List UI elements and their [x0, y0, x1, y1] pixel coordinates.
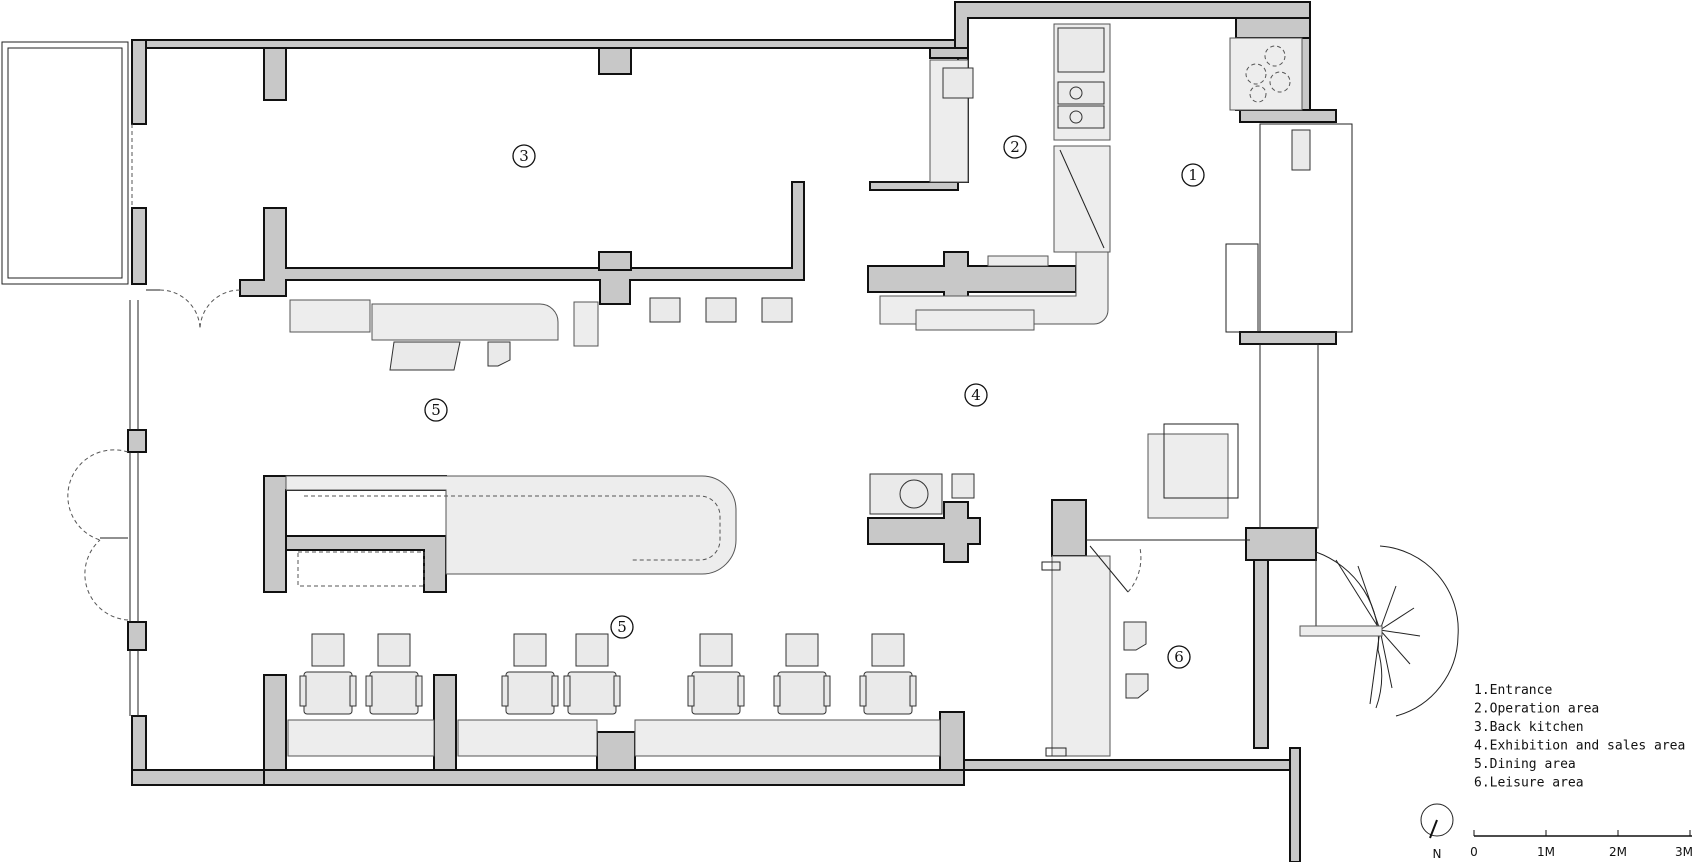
room-label-circle: [964, 383, 988, 407]
room-label-circle: [424, 398, 448, 422]
room-label-5: 5: [424, 398, 448, 422]
room-label-number: 4: [971, 386, 981, 404]
north-label: N: [1433, 847, 1442, 861]
north-needle: [1429, 819, 1438, 839]
dining-chair: [563, 633, 621, 715]
legend-item: 1.Entrance: [1474, 683, 1552, 698]
legend-item: 2.Operation area: [1474, 702, 1599, 717]
room-label-2: 2: [1003, 135, 1027, 159]
north-arrow: N: [1420, 803, 1454, 861]
room-label-circle: [1167, 645, 1191, 669]
scale-label-2m: 2M: [1609, 845, 1627, 859]
legend-item: 6.Leisure area: [1474, 776, 1584, 791]
room-label-circle: [512, 144, 536, 168]
room-label-number: 6: [1174, 648, 1184, 666]
display-table: [869, 473, 975, 515]
legend-item: 4.Exhibition and sales area: [1474, 739, 1685, 754]
dining-chair: [773, 633, 831, 715]
room-label-number: 1: [1188, 166, 1198, 184]
balcony: [1, 41, 129, 285]
dining-chair: [687, 633, 745, 715]
operation-area-fixtures: [879, 23, 1303, 331]
room-label-5: 5: [610, 615, 634, 639]
room-label-6: 6: [1167, 645, 1191, 669]
room-labels: 1 2 3 4 5 5 6: [424, 135, 1205, 669]
room-label-4: 4: [964, 383, 988, 407]
scale-label-3m: 3M: [1675, 845, 1693, 859]
room-label-number: 3: [519, 147, 529, 165]
dining-chair: [501, 633, 559, 715]
dining-chair: [859, 633, 917, 715]
dining-seating: [287, 633, 941, 757]
leisure-area: [1041, 539, 1250, 757]
room-label-number: 5: [431, 401, 441, 419]
central-island: [285, 475, 737, 587]
room-label-1: 1: [1181, 163, 1205, 187]
left-doors: [67, 124, 241, 716]
legend: 1.Entrance 2.Operation area 3.Back kitchen…: [1474, 683, 1685, 791]
dining-chair: [365, 633, 423, 715]
room-label-circle: [1181, 163, 1205, 187]
room-label-circle: [610, 615, 634, 639]
room-label-circle: [1003, 135, 1027, 159]
room-label-3: 3: [512, 144, 536, 168]
legend-item: 3.Back kitchen: [1474, 720, 1584, 735]
dining-chair: [299, 633, 357, 715]
scale-label-1m: 1M: [1537, 845, 1555, 859]
scale-bar: 0 1M 2M 3M: [1470, 830, 1693, 859]
scale-label-0: 0: [1470, 845, 1478, 859]
room-label-number: 2: [1010, 138, 1020, 156]
entrance-fixtures: [1147, 123, 1353, 529]
spiral-staircase: [1299, 545, 1459, 717]
north-arrow-circle: [1420, 803, 1454, 837]
room-label-number: 5: [617, 618, 627, 636]
dining-counter-top: [289, 297, 793, 371]
legend-item: 5.Dining area: [1474, 757, 1576, 772]
